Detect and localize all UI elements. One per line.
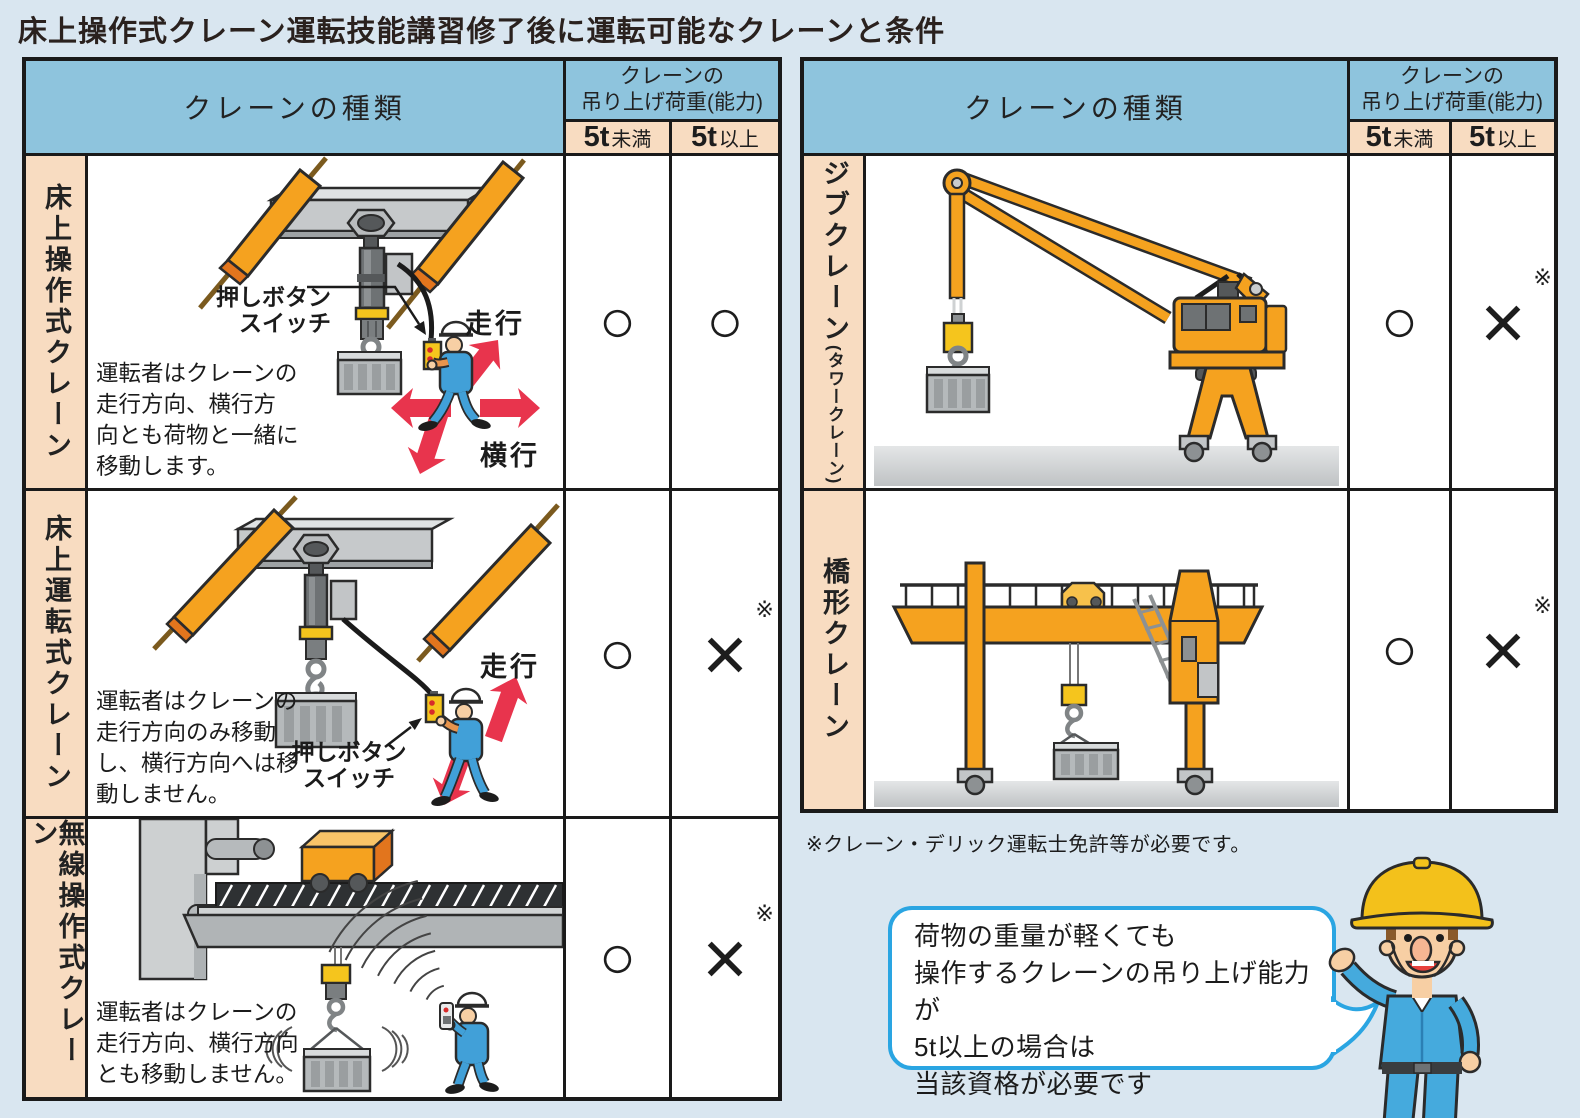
traverse-label: 横行 xyxy=(480,441,540,471)
left-header-crane-type: クレーンの種類 xyxy=(26,61,566,156)
row-label-floor-driving-crane: 床上運転式クレーン xyxy=(26,491,88,819)
bubble-line: 操作するクレーンの吊り上げ能力が xyxy=(914,958,1311,1025)
bubble-line: 当該資格が必要です xyxy=(914,1069,1153,1099)
over-5t-value: 5t xyxy=(691,121,717,153)
right-header-crane-type: クレーンの種類 xyxy=(804,61,1350,156)
floor-operated-crane-cell: 運転者はクレーンの 走行方向、横行方 向とも荷物と一緒に 移動します。 押しボタ… xyxy=(88,156,566,491)
speech-bubble: 荷物の重量が軽くても 操作するクレーンの吊り上げ能力が 5t以上の場合は 当該資… xyxy=(888,906,1336,1099)
mark-radio-operated-under-5t: ○ xyxy=(566,819,672,1097)
travel-label: 走行 xyxy=(480,652,540,682)
mark-floor-driving-over-5t: ×※ xyxy=(672,491,778,819)
floor-driving-crane-illustration xyxy=(152,495,560,806)
mark-floor-operated-over-5t: ○ xyxy=(672,156,778,491)
mark-floor-driving-under-5t: ○ xyxy=(566,491,672,819)
row-label-floor-operated-crane: 床上操作式クレーン xyxy=(26,156,88,491)
floor-operated-crane-illustration xyxy=(198,156,540,474)
left-header-capacity: クレーンの 吊り上げ荷重(能力) xyxy=(566,61,778,122)
over-5t-suffix: 以上 xyxy=(718,129,759,151)
mark-floor-operated-under-5t: ○ xyxy=(566,156,672,491)
gantry-crane-cell xyxy=(866,491,1350,809)
right-header-capacity: クレーンの 吊り上げ荷重(能力) xyxy=(1350,61,1554,122)
mark-jib-over-5t: ×※ xyxy=(1452,156,1554,491)
under-5t-suffix: 未満 xyxy=(611,129,652,151)
bubble-line: 荷物の重量が軽くても xyxy=(914,921,1177,951)
bubble-line: 5t以上の場合は xyxy=(914,1032,1096,1062)
radio-operated-crane-illustration xyxy=(138,819,563,1094)
mark-gantry-over-5t: ×※ xyxy=(1452,491,1554,809)
pendant-switch-label: 押しボタン スイッチ xyxy=(216,284,331,336)
jib-crane-cell xyxy=(866,156,1350,491)
travel-label: 走行 xyxy=(465,309,525,339)
mark-gantry-under-5t: ○ xyxy=(1350,491,1452,809)
under-5t-value: 5t xyxy=(583,121,610,153)
pendant-switch-label: 押しボタン スイッチ xyxy=(291,739,407,791)
worker-mascot xyxy=(1328,856,1494,1118)
row-label-jib-crane: ジブクレーン(タワークレーン) xyxy=(804,156,866,491)
row-label-radio-operated-crane: 無線操作式クレーン xyxy=(26,819,88,1097)
radio-operated-crane-cell: 運転者はクレーンの 走行方向、横行方向 とも移動しません。 xyxy=(88,819,566,1097)
row-description: 運転者はクレーンの 走行方向のみ移動 し、横行方向へは移 動しません。 xyxy=(96,689,299,807)
row-description: 運転者はクレーンの 走行方向、横行方向 とも移動しません。 xyxy=(96,1000,299,1087)
row-label-gantry-crane: 橋形クレーン xyxy=(804,491,866,809)
footnote: ※クレーン・デリック運転士免許等が必要です。 xyxy=(806,834,1251,856)
jib-crane-illustration xyxy=(874,168,1339,486)
mark-jib-under-5t: ○ xyxy=(1350,156,1452,491)
mark-radio-operated-over-5t: ×※ xyxy=(672,819,778,1097)
floor-driving-crane-cell: 運転者はクレーンの 走行方向のみ移動 し、横行方向へは移 動しません。 押しボタ… xyxy=(88,491,566,819)
page-title: 床上操作式クレーン運転技能講習修了後に運転可能なクレーンと条件 xyxy=(18,16,946,48)
gantry-crane-illustration xyxy=(874,561,1339,807)
row-description: 運転者はクレーンの 走行方向、横行方 向とも荷物と一緒に 移動します。 xyxy=(96,361,299,479)
